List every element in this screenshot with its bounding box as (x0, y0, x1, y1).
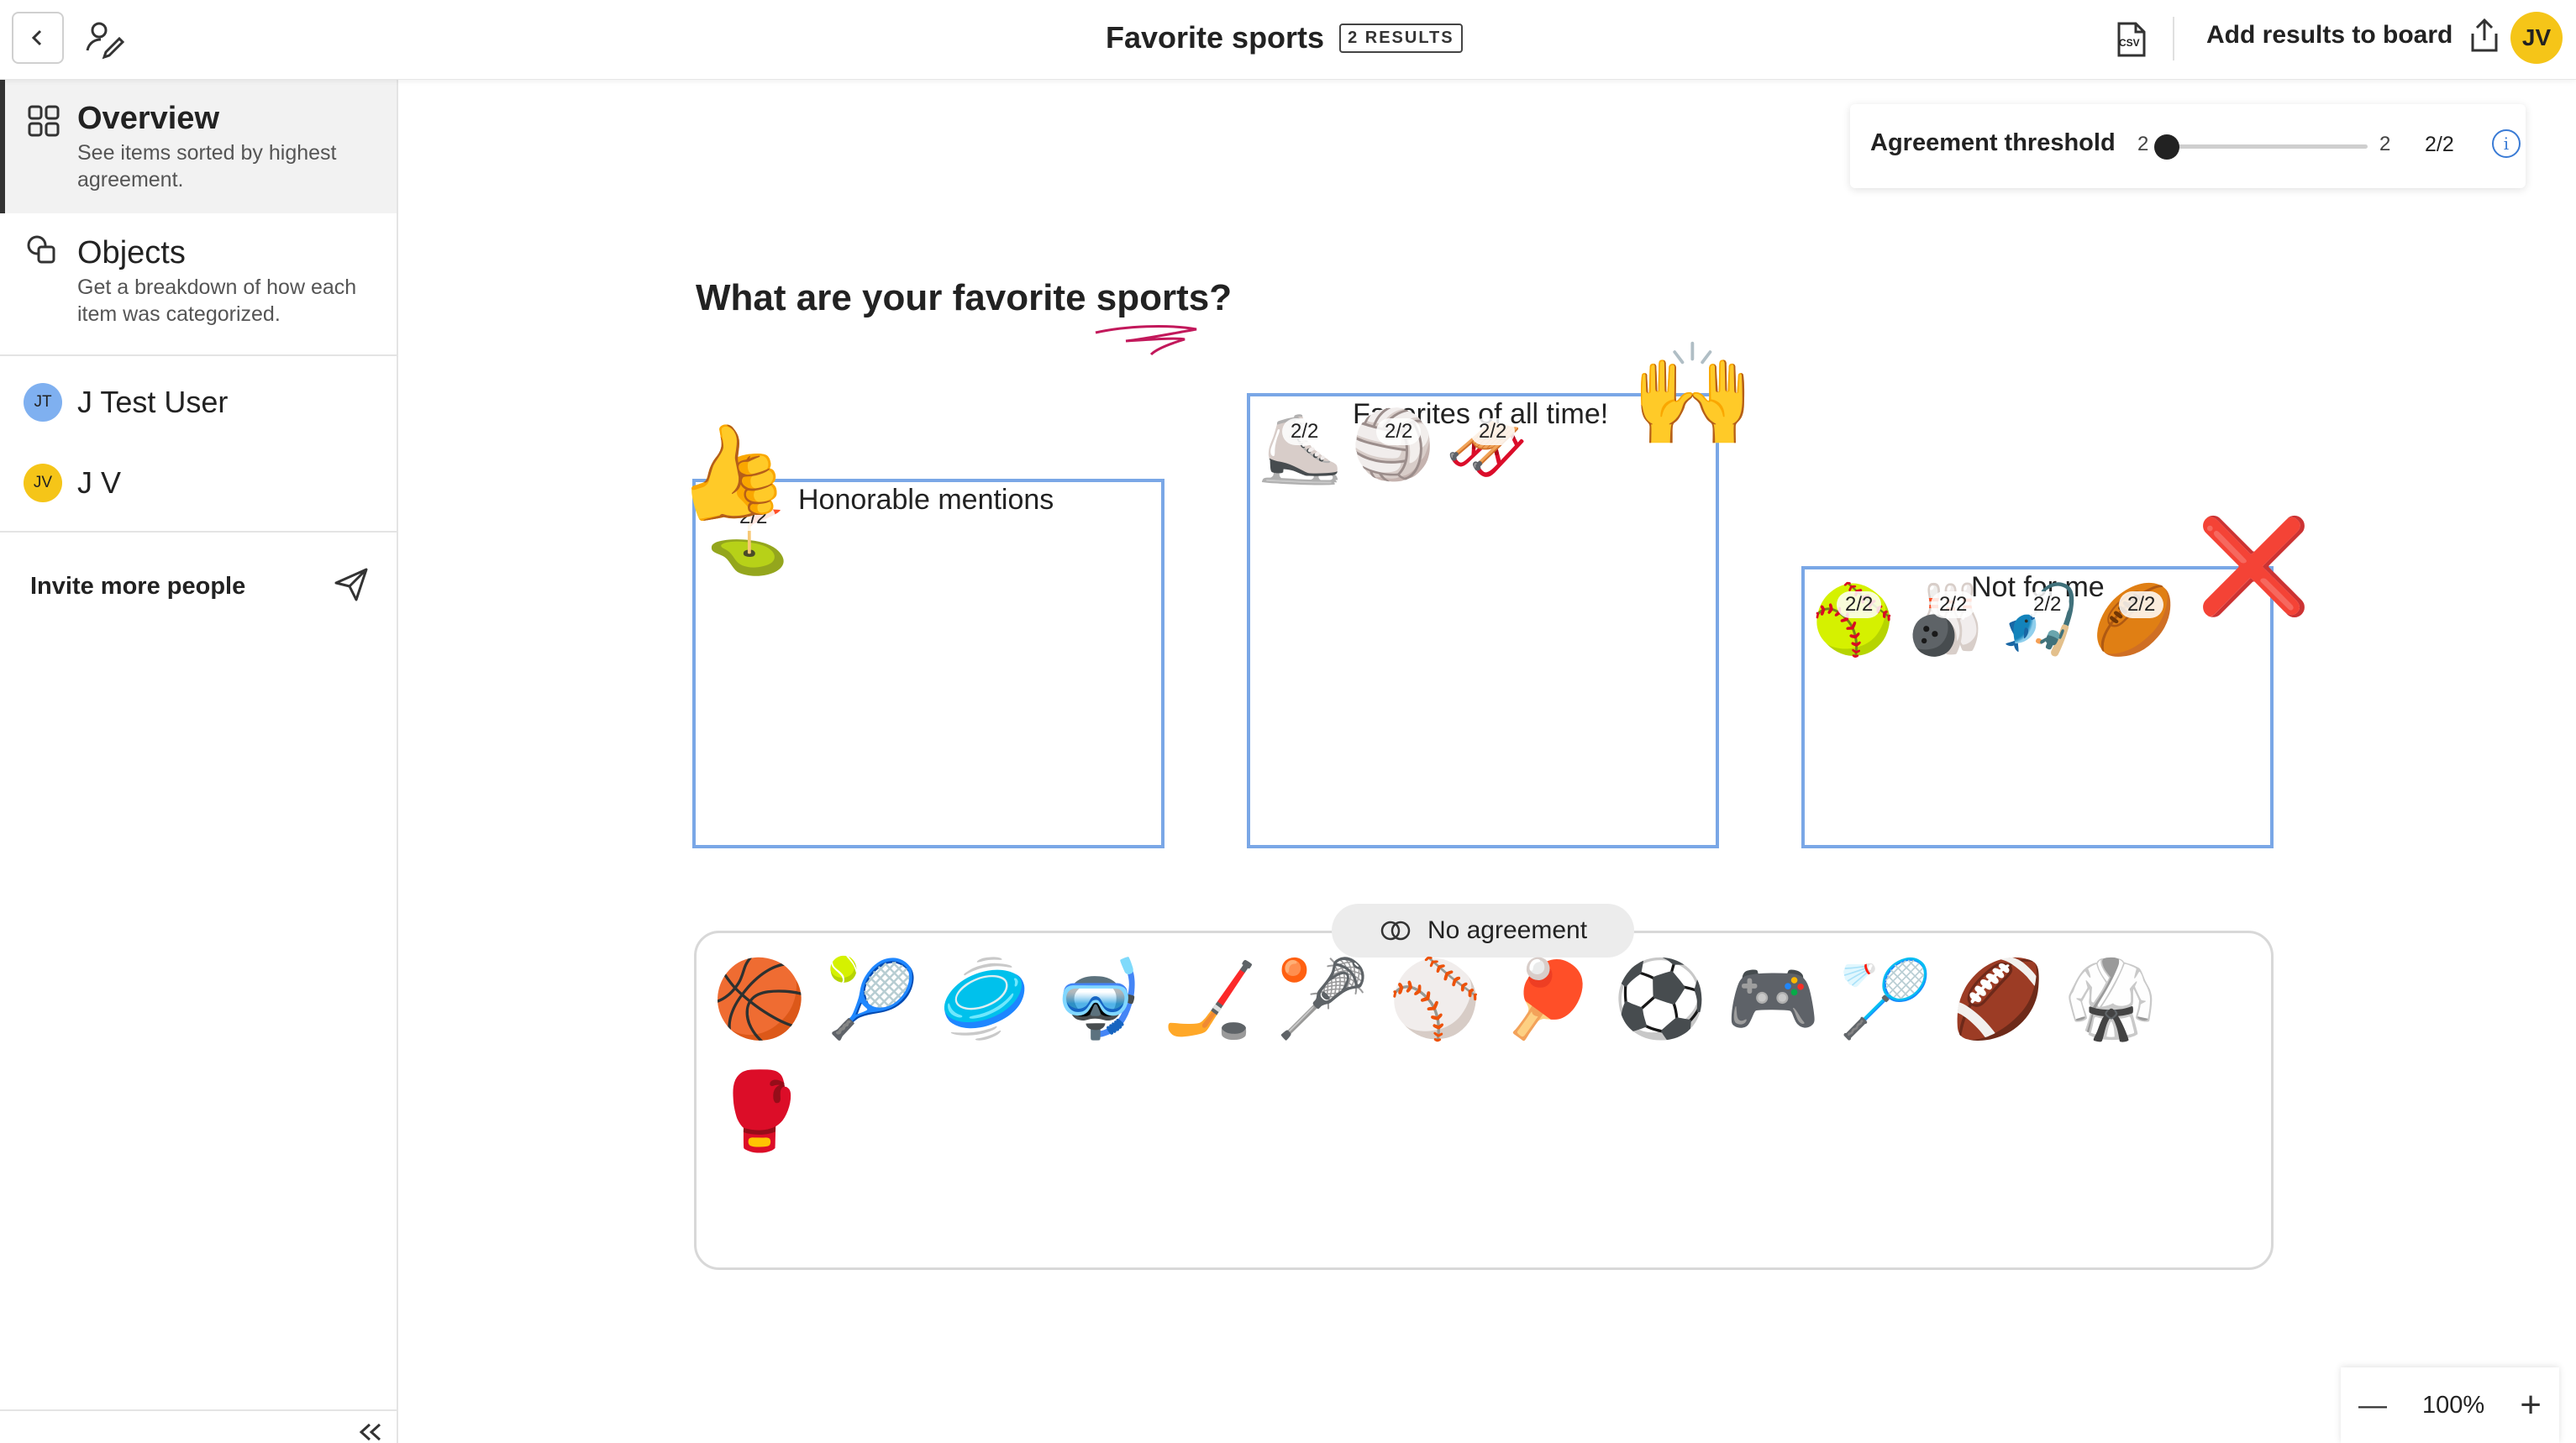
agreement-chip: 2/2 (1376, 418, 1422, 445)
collapse-sidebar-icon[interactable] (356, 1421, 385, 1443)
sidebar-divider (0, 531, 397, 533)
participant-row: JV J V (24, 464, 121, 502)
agreement-chip: 2/2 (731, 504, 776, 531)
share-upload-icon (2471, 18, 2498, 52)
top-bar: Favorite sports 2 RESULTS CSV Add result… (0, 0, 2576, 80)
group-label: Honorable mentions (798, 484, 1054, 516)
csv-file-icon (2117, 22, 2146, 57)
sport-item-volleyball[interactable]: 🏐 (1349, 401, 1437, 489)
high-five-sticker[interactable]: 🙌 (1630, 338, 1756, 451)
title-group: Favorite sports 2 RESULTS (1106, 20, 1463, 55)
sport-item-snorkel[interactable]: 🤿 (1049, 958, 1145, 1042)
results-badge: 2 RESULTS (1339, 23, 1463, 53)
sport-item-video-game[interactable]: 🎮 (1725, 958, 1821, 1042)
nav-objects-desc-line1: Get a breakdown of how each (77, 275, 357, 299)
no-agreement-items: 🏀 🎾 🥏 🤿 🏒 🥍 ⚾ 🏓 ⚽ 🎮 🏸 🏈 🥋 🥊 (712, 956, 2195, 1156)
participant-name: J Test User (77, 385, 229, 419)
edit-activity-button[interactable] (84, 18, 126, 60)
user-avatar[interactable]: JV (2510, 12, 2563, 64)
threshold-max: 2 (2379, 133, 2391, 155)
nav-overview-desc-line1: See items sorted by highest (77, 141, 337, 165)
threshold-label: Agreement threshold (1870, 129, 2116, 156)
zoom-controls: — 100% + (2341, 1367, 2559, 1443)
sport-item-basketball[interactable]: 🏀 (712, 958, 807, 1042)
csv-label: CSV (2119, 37, 2140, 49)
question-heading: What are your favorite sports? (696, 277, 1233, 318)
chevron-left-icon (31, 29, 42, 46)
add-results-button[interactable]: Add results to board (2206, 17, 2501, 54)
sport-item-softball[interactable]: 🥎 (1811, 582, 1895, 657)
back-button[interactable] (12, 12, 64, 64)
agreement-chip: 2/2 (1837, 591, 1882, 618)
invite-people-button[interactable]: Invite more people (0, 563, 397, 633)
sport-item-fishing[interactable]: 🎣 (1998, 582, 2082, 657)
no-agreement-pill: No agreement (1332, 904, 1634, 958)
nav-objects-title: Objects (77, 235, 186, 270)
participant-avatar: JT (24, 383, 62, 422)
group-honorable-mentions[interactable] (692, 479, 1164, 848)
zoom-level: 100% (2422, 1391, 2485, 1419)
no-agreement-area (694, 931, 2274, 1270)
sport-item-ping-pong[interactable]: 🏓 (1500, 958, 1596, 1042)
overlap-circles-icon (1380, 921, 1411, 941)
threshold-slider-track[interactable] (2161, 144, 2368, 149)
participant-name: J V (77, 465, 122, 500)
send-icon (334, 568, 368, 601)
toolbar-divider (2173, 17, 2174, 60)
nav-item-overview[interactable]: Overview See items sorted by highest agr… (0, 79, 397, 213)
sport-item-martial-arts[interactable]: 🥋 (2063, 958, 2158, 1042)
participant-row: JT J Test User (24, 383, 228, 422)
nav-item-objects[interactable]: Objects Get a breakdown of how each item… (0, 213, 397, 348)
nav-overview-desc-line2: agreement. (77, 168, 184, 192)
nav-objects-desc-line2: item was categorized. (77, 302, 281, 326)
agreement-chip: 2/2 (1282, 418, 1327, 445)
scribble-underline (1095, 325, 1197, 356)
sport-item-soccer[interactable]: ⚽ (1612, 958, 1708, 1042)
invite-label: Invite more people (30, 573, 246, 600)
agreement-threshold-panel: Agreement threshold 2 2 2/2 i (1850, 104, 2526, 188)
sidebar-divider (0, 354, 397, 356)
sport-item-lacrosse[interactable]: 🥍 (1275, 958, 1370, 1042)
threshold-slider-thumb[interactable] (2154, 134, 2179, 160)
sport-item-baseball[interactable]: ⚾ (1387, 958, 1483, 1042)
sport-item-frisbee[interactable]: 🥏 (937, 958, 1033, 1042)
sport-item-rugby[interactable]: 🏉 (2092, 582, 2176, 657)
no-agreement-label: No agreement (1427, 916, 1588, 944)
user-avatar-initials: JV (2521, 24, 2552, 50)
nav-overview-title: Overview (77, 101, 219, 136)
info-icon[interactable]: i (2492, 129, 2521, 158)
sport-item-tennis[interactable]: 🎾 (824, 958, 920, 1042)
agreement-chip: 2/2 (1931, 591, 1976, 618)
zoom-in-button[interactable]: + (2520, 1384, 2542, 1425)
add-results-label: Add results to board (2206, 21, 2453, 49)
grid-icon (28, 105, 60, 137)
sport-item-bowling[interactable]: 🎳 (1904, 582, 1988, 657)
group-favorites[interactable] (1247, 393, 1719, 848)
sport-item-football[interactable]: 🏈 (1950, 958, 2046, 1042)
threshold-min: 2 (2137, 133, 2149, 155)
shapes-icon (27, 235, 55, 264)
person-edit-icon (86, 22, 125, 60)
participant-avatar: JV (24, 464, 62, 502)
sport-item-badminton[interactable]: 🏸 (1837, 958, 1933, 1042)
csv-export-button[interactable]: CSV (2112, 20, 2151, 59)
cross-sticker[interactable]: ❌ (2196, 515, 2311, 618)
agreement-chip: 2/2 (2025, 591, 2070, 618)
sport-item-boxing[interactable]: 🥊 (712, 1070, 807, 1154)
agreement-chip: 2/2 (2119, 591, 2164, 618)
agreement-chip: 2/2 (1470, 418, 1516, 445)
page-title: Favorite sports (1106, 20, 1325, 55)
zoom-out-button[interactable]: — (2358, 1388, 2388, 1421)
sidebar: Overview See items sorted by highest agr… (0, 79, 398, 1443)
sidebar-footer-divider (0, 1409, 397, 1411)
threshold-value: 2/2 (2425, 133, 2454, 156)
thumbs-up-sticker[interactable]: 👍 (662, 410, 797, 535)
sport-item-hockey[interactable]: 🏒 (1162, 958, 1258, 1042)
